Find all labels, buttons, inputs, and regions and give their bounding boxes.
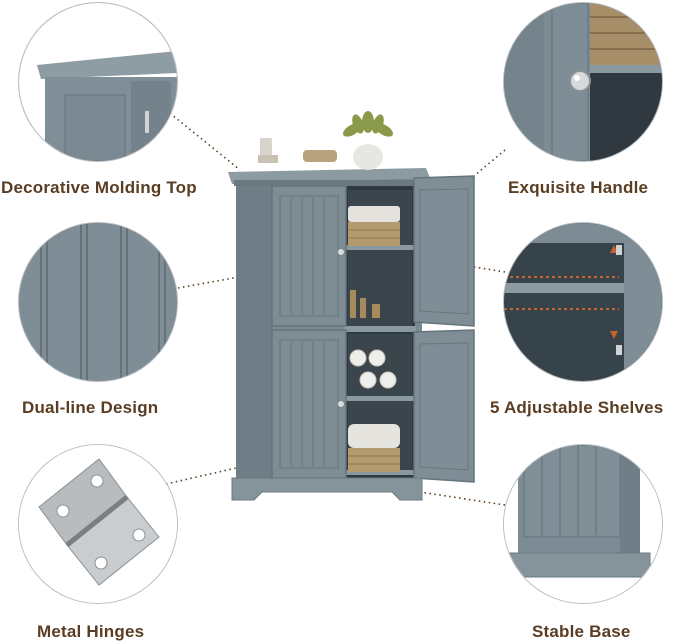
shelves-image <box>504 223 662 381</box>
handle-image <box>504 3 662 161</box>
dual-line-detail <box>18 222 178 382</box>
label-base: Stable Base <box>532 622 631 641</box>
label-molding-top: Decorative Molding Top <box>1 178 197 197</box>
molding-top-image <box>19 3 177 161</box>
hinges-detail <box>18 444 178 604</box>
label-shelves: 5 Adjustable Shelves <box>490 398 664 417</box>
dual-line-image <box>19 223 177 381</box>
label-handle: Exquisite Handle <box>508 178 649 197</box>
base-image <box>504 445 662 603</box>
handle-detail <box>503 2 663 162</box>
label-hinges: Metal Hinges <box>37 622 145 641</box>
shelves-detail <box>503 222 663 382</box>
molding-top-detail <box>18 2 178 162</box>
hinge-image <box>19 445 177 603</box>
label-dual-line: Dual-line Design <box>22 398 159 417</box>
cabinet <box>228 111 475 501</box>
base-detail <box>503 444 663 604</box>
